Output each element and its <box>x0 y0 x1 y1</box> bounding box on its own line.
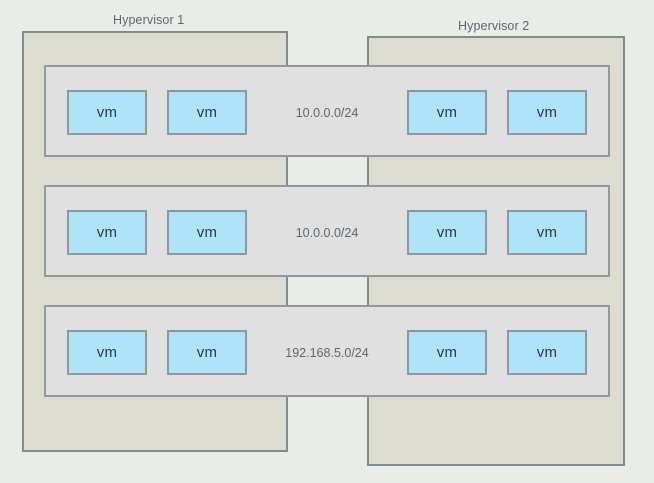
network-cidr-label: 10.0.0.0/24 <box>295 225 359 240</box>
vm-box[interactable]: vm <box>507 90 587 135</box>
vm-box[interactable]: vm <box>167 210 247 255</box>
vm-box[interactable]: vm <box>167 330 247 375</box>
vm-box[interactable]: vm <box>507 330 587 375</box>
vm-box[interactable]: vm <box>67 210 147 255</box>
network-segment-row[interactable]: vm vm 10.0.0.0/24 vm vm <box>44 65 610 157</box>
vm-box[interactable]: vm <box>407 330 487 375</box>
vm-box[interactable]: vm <box>407 90 487 135</box>
vm-box[interactable]: vm <box>67 90 147 135</box>
vm-box[interactable]: vm <box>507 210 587 255</box>
vm-box[interactable]: vm <box>167 90 247 135</box>
network-cidr-label: 10.0.0.0/24 <box>295 105 359 120</box>
vm-box[interactable]: vm <box>407 210 487 255</box>
network-cidr-label: 192.168.5.0/24 <box>285 345 369 360</box>
hypervisor-2-label: Hypervisor 2 <box>458 19 530 33</box>
vm-box[interactable]: vm <box>67 330 147 375</box>
network-segment-row[interactable]: vm vm 192.168.5.0/24 vm vm <box>44 305 610 397</box>
hypervisor-1-label: Hypervisor 1 <box>113 13 185 27</box>
network-segment-row[interactable]: vm vm 10.0.0.0/24 vm vm <box>44 185 610 277</box>
